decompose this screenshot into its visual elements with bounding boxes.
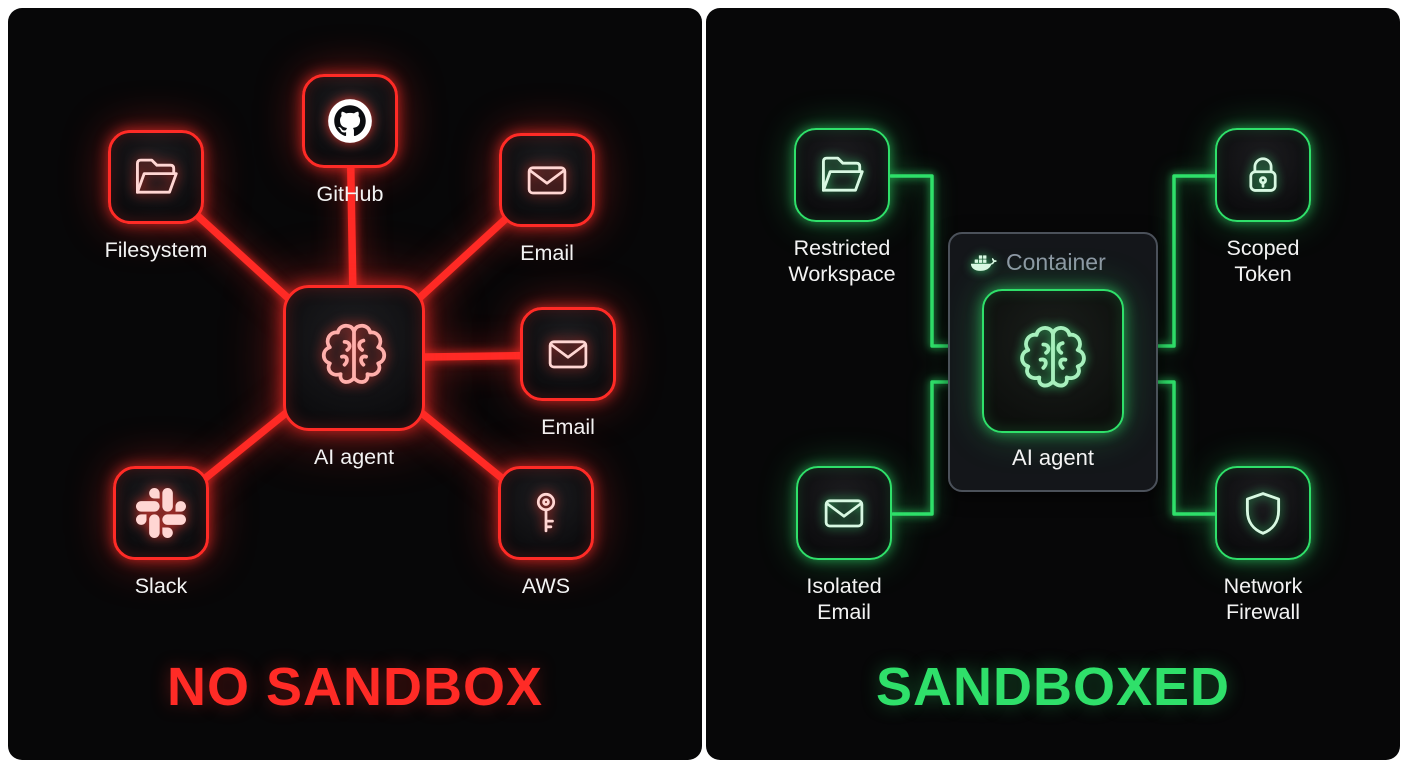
sandboxed-panel: Restricted Workspace Scoped Token (706, 8, 1400, 760)
green-connection-lines (889, 174, 1217, 516)
node-email-top: Email (447, 133, 647, 266)
no-sandbox-title: NO SANDBOX (166, 657, 544, 717)
github-icon (322, 93, 378, 149)
email-right-label: Email (541, 415, 595, 439)
node-aws: AWS (446, 466, 646, 599)
node-filesystem: Filesystem (56, 130, 256, 263)
key-icon (520, 487, 572, 539)
node-ai-agent: AI agent (254, 285, 454, 470)
github-node-box (302, 74, 398, 168)
restricted-workspace-node-box (794, 128, 890, 222)
aws-label: AWS (521, 574, 571, 598)
node-restricted-workspace: Restricted Workspace (742, 128, 942, 287)
slack-label: Slack (134, 574, 188, 598)
container-header: Container (950, 234, 1106, 276)
ai-agent-label-sandboxed: AI agent (1012, 445, 1094, 470)
envelope-icon (542, 328, 594, 380)
filesystem-label: Filesystem (104, 238, 208, 262)
docker-icon (970, 252, 997, 273)
folder-icon (129, 150, 183, 204)
node-slack: Slack (61, 466, 261, 599)
email-top-label: Email (520, 241, 574, 265)
lock-icon (1237, 149, 1289, 201)
envelope-icon (818, 487, 870, 539)
email-top-node-box (499, 133, 595, 227)
node-isolated-email: Isolated Email (744, 466, 944, 625)
no-sandbox-panel: Filesystem GitHub (8, 8, 702, 760)
container-box: Container AI agent (948, 232, 1158, 492)
network-firewall-node-box (1215, 466, 1311, 560)
slack-icon (136, 488, 186, 538)
network-firewall-label: Network Firewall (1223, 574, 1303, 625)
github-label: GitHub (316, 182, 384, 206)
brain-icon (311, 315, 397, 401)
brain-icon (1009, 317, 1097, 405)
ai-agent-box-sandboxed (982, 289, 1124, 433)
node-scoped-token: Scoped Token (1163, 128, 1363, 287)
scoped-token-node-box (1215, 128, 1311, 222)
node-github: GitHub (250, 74, 450, 207)
folder-icon (815, 148, 869, 202)
node-email-right: Email (468, 307, 668, 440)
shield-icon (1236, 486, 1290, 540)
container-label: Container (1006, 249, 1106, 275)
aws-node-box (498, 466, 594, 560)
filesystem-node-box (108, 130, 204, 224)
email-right-node-box (520, 307, 616, 401)
restricted-workspace-label: Restricted Workspace (788, 236, 896, 287)
slack-node-box (113, 466, 209, 560)
envelope-icon (521, 154, 573, 206)
node-network-firewall: Network Firewall (1163, 466, 1363, 625)
sandboxed-title: SANDBOXED (875, 657, 1231, 717)
ai-agent-label: AI agent (313, 445, 395, 469)
isolated-email-node-box (796, 466, 892, 560)
scoped-token-label: Scoped Token (1226, 236, 1300, 287)
ai-agent-box (283, 285, 425, 431)
isolated-email-label: Isolated Email (806, 574, 882, 625)
